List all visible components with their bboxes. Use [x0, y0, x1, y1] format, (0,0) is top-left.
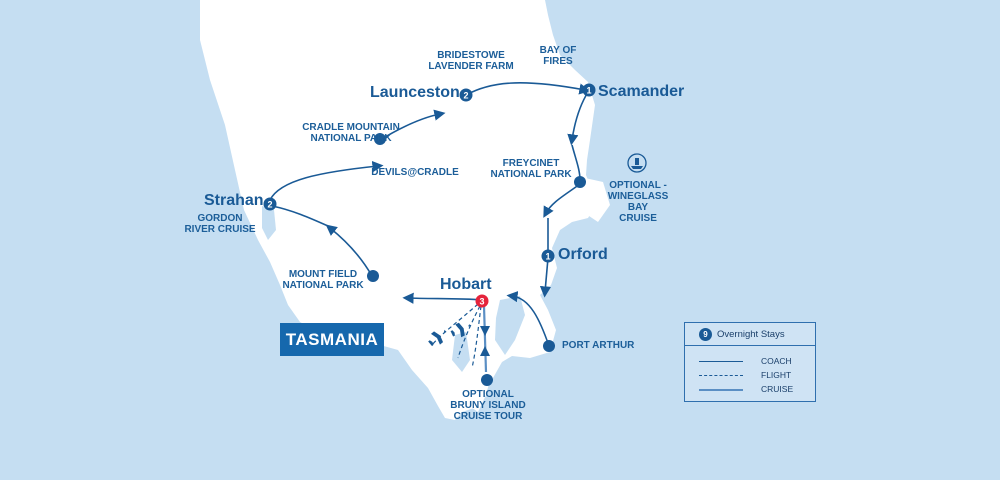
- cruise-bruny: [482, 305, 488, 373]
- bruny-island: [466, 326, 494, 412]
- freycinet-peninsula: [585, 178, 610, 222]
- map-legend: 9 Overnight Stays COACH FLIGHT CRUISE: [684, 322, 816, 402]
- dot-bruny: [481, 374, 493, 386]
- dot-mount-field: [367, 270, 379, 282]
- dot-freycinet: [574, 176, 586, 188]
- sight-dots: [367, 133, 586, 386]
- badge-scamander-num: 1: [586, 85, 591, 95]
- place-label-freycinet: FREYCINET NATIONAL PARK: [490, 158, 572, 180]
- badge-strahan-num: 2: [267, 199, 272, 209]
- badge-strahan: [263, 197, 277, 211]
- overnight-badges: 2 2 1 1 3: [263, 83, 596, 308]
- leg-mountfield-strahan: [325, 224, 373, 277]
- stop-label-launceston: Launceston: [370, 84, 460, 101]
- place-label-gordon-river: GORDON RIVER CRUISE: [184, 213, 256, 235]
- legend-row-coach: COACH: [699, 355, 809, 367]
- leg-portarthur-hobart: [506, 291, 550, 347]
- stop-label-orford: Orford: [558, 246, 608, 263]
- badge-orford: [541, 249, 555, 263]
- badge-launceston: [459, 88, 473, 102]
- storm-bay: [495, 296, 525, 355]
- dot-cradle-mountain: [374, 133, 386, 145]
- leg-return-strahan: [271, 205, 329, 227]
- legend-title: Overnight Stays: [717, 329, 785, 340]
- place-label-devils-cradle: DEVILS@CRADLE: [371, 167, 459, 178]
- flight-paths: [431, 303, 482, 369]
- legend-row-cruise: CRUISE: [699, 383, 809, 395]
- flight-path-3: [471, 305, 482, 369]
- overnight-stays-icon: 9: [699, 328, 712, 341]
- cruise-arrow-up: [480, 346, 490, 356]
- leg-hobart-mountfield: [402, 292, 483, 304]
- badge-hobart: [475, 294, 489, 308]
- leg-strahan-cradle: [269, 161, 384, 201]
- flight-path-2: [457, 305, 481, 359]
- leg-cradle-launceston: [379, 109, 446, 141]
- badge-hobart-num: 3: [479, 296, 484, 306]
- stop-label-hobart: Hobart: [440, 276, 492, 293]
- legend-cruise-label: CRUISE: [761, 384, 794, 394]
- macquarie-harbour: [262, 206, 276, 240]
- badge-scamander: [582, 83, 596, 97]
- flight-path-1: [431, 303, 479, 346]
- place-label-bruny: OPTIONAL BRUNY ISLAND CRUISE TOUR: [450, 389, 526, 422]
- place-label-wineglass: OPTIONAL - WINEGLASS BAY CRUISE: [607, 180, 669, 224]
- leg-launceston-scamander: [465, 82, 591, 96]
- leg-orford-portarthur: [539, 257, 552, 298]
- badge-launceston-num: 2: [463, 90, 468, 100]
- cruise-arrow-down: [480, 326, 490, 336]
- coach-line-icon: [699, 361, 743, 362]
- stop-label-strahan: Strahan: [204, 192, 264, 209]
- place-label-mount-field: MOUNT FIELD NATIONAL PARK: [282, 269, 364, 291]
- map-title: TASMANIA: [280, 323, 384, 356]
- place-label-port-arthur: PORT ARTHUR: [562, 340, 635, 351]
- place-label-bay-of-fires: BAY OF FIRES: [539, 45, 577, 67]
- cruise-line-icon: [699, 389, 743, 391]
- legend-row-flight: FLIGHT: [699, 369, 809, 381]
- place-label-cradle-mountain: CRADLE MOUNTAIN NATIONAL PARK: [302, 122, 400, 144]
- dot-port-arthur: [543, 340, 555, 352]
- optional-cruise-icon: [627, 153, 647, 173]
- plane-icon: [450, 322, 471, 338]
- legend-flight-label: FLIGHT: [761, 370, 792, 380]
- stop-label-scamander: Scamander: [598, 83, 685, 100]
- flight-line-icon: [699, 375, 743, 376]
- place-label-bridestowe: BRIDESTOWE LAVENDER FARM: [428, 50, 514, 72]
- legend-coach-label: COACH: [761, 356, 792, 366]
- derwent-channel: [452, 332, 470, 372]
- plane-icon: [428, 329, 447, 347]
- legend-divider: [685, 345, 815, 346]
- badge-orford-num: 1: [545, 251, 550, 261]
- cruise-route: [482, 305, 488, 373]
